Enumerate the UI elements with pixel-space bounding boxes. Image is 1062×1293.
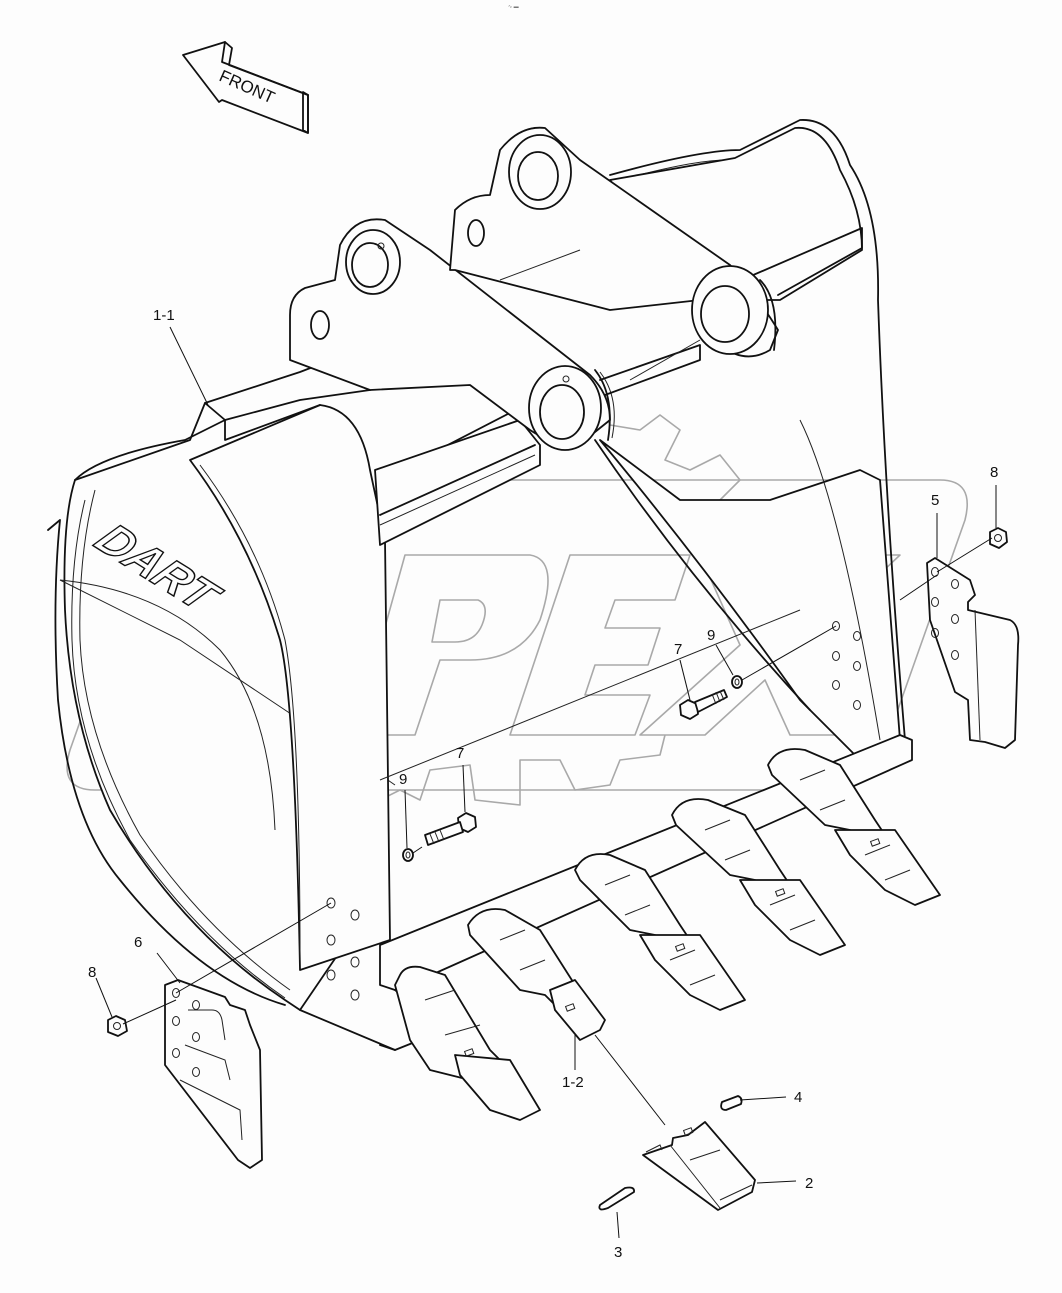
part-2-tooth-point <box>642 1121 756 1211</box>
part-7-bolt-right <box>679 689 728 720</box>
linkage-mount <box>289 126 779 451</box>
part-5-side-cutter-right <box>926 557 1020 749</box>
part-4-retainer <box>720 1095 743 1111</box>
callout-7-left: 7 <box>456 745 464 762</box>
callout-7-right: 7 <box>674 641 682 658</box>
callout-1-2: 1-2 <box>562 1074 584 1091</box>
callout-8-left: 8 <box>88 964 96 981</box>
callout-2: 2 <box>805 1175 813 1192</box>
part-8-nut-right <box>989 527 1008 549</box>
tooth-3 <box>574 853 746 1011</box>
callout-8-right: 8 <box>990 464 998 481</box>
tooth-5 <box>767 748 941 906</box>
callout-9-left: 9 <box>399 771 407 788</box>
part-9-washer-right <box>731 675 743 689</box>
teeth-row <box>394 748 941 1121</box>
callout-3: 3 <box>614 1244 622 1261</box>
cutter-5-holes <box>931 567 959 660</box>
leader-lines <box>95 326 997 1239</box>
callout-1-1: 1-1 <box>153 307 175 324</box>
part-7-bolt-left <box>424 812 477 846</box>
tooth-1 <box>394 965 541 1121</box>
part-3-lock-pin <box>598 1186 635 1211</box>
part-8-nut-left <box>107 1015 128 1037</box>
top-mark: ∿ ▬ <box>508 4 519 10</box>
callout-5: 5 <box>931 492 939 509</box>
front-direction-arrow: FRONT <box>182 41 309 134</box>
part-6-side-cutter-left <box>164 979 263 1169</box>
side-plate-holes-right <box>832 621 861 710</box>
part-9-washer-left <box>402 848 414 862</box>
callout-9-right: 9 <box>707 627 715 644</box>
callout-6: 6 <box>134 934 142 951</box>
tooth-2 <box>467 908 606 1041</box>
callout-labels: 1-1 1-2 2 3 4 5 6 7 7 8 8 9 9 <box>88 307 998 1261</box>
side-plate-holes-left <box>326 897 360 1001</box>
callout-4: 4 <box>794 1089 802 1106</box>
tooth-4 <box>671 798 846 956</box>
